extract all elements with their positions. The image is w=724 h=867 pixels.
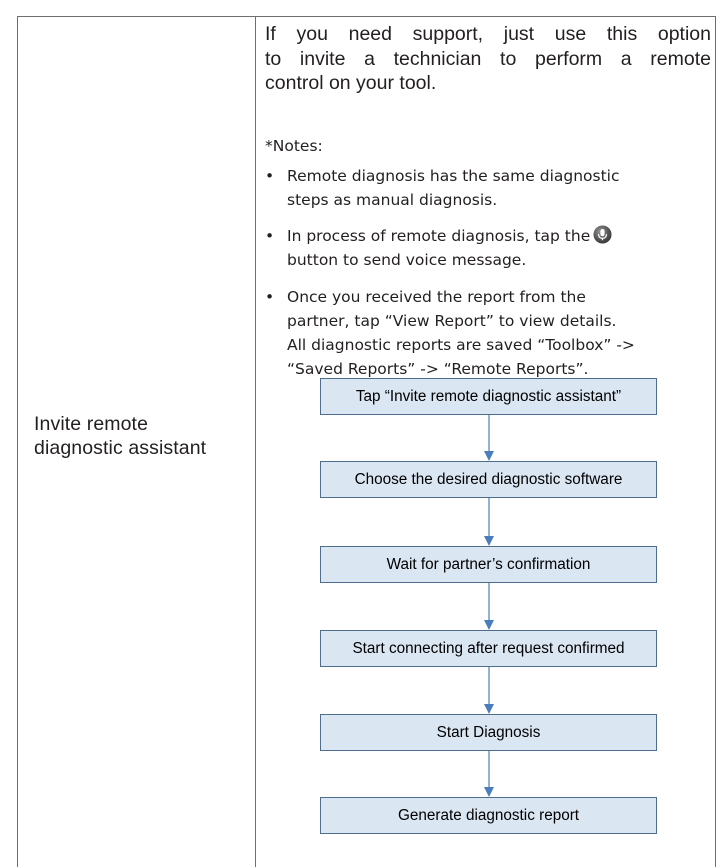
note-item: • Remote diagnosis has the same diagnost… [265, 164, 715, 212]
flow-step-start-connecting: Start connecting after request confirmed [320, 630, 657, 667]
note-item: • In process of remote diagnosis, tap th… [265, 224, 715, 272]
note-line: Remote diagnosis has the same diagnostic [287, 167, 620, 185]
flow-step-choose-software: Choose the desired diagnostic software [320, 461, 657, 498]
feature-name-line: diagnostic assistant [34, 437, 207, 459]
feature-name-line: Invite remote [34, 413, 149, 435]
bullet-mark: • [265, 288, 275, 306]
notes-heading: *Notes: [265, 137, 323, 155]
description-line: to invite a technician to perform a remo… [265, 47, 711, 70]
table-right-border [715, 16, 716, 867]
note-line: All diagnostic reports are saved “Toolbo… [287, 336, 635, 354]
description-line: control on your tool. [265, 72, 437, 94]
bullet-mark: • [265, 167, 275, 185]
note-line-with-icon: In process of remote diagnosis, tap the [265, 224, 715, 248]
flow-arrow [483, 583, 495, 630]
bullet-mark: • [265, 227, 275, 245]
table-left-border [17, 16, 18, 867]
feature-description: If you need support, just use this optio… [265, 22, 711, 96]
note-line: “Saved Reports” -> “Remote Reports”. [287, 360, 589, 378]
flow-arrow [483, 498, 495, 546]
flow-step-generate-report: Generate diagnostic report [320, 797, 657, 834]
feature-name-cell: Invite remote diagnostic assistant [34, 412, 244, 460]
note-line: Once you received the report from the [287, 288, 586, 306]
microphone-button-icon [593, 225, 612, 244]
flow-arrow [483, 415, 495, 461]
table-column-divider [255, 16, 256, 867]
flow-arrow [483, 751, 495, 797]
note-item: • Once you received the report from the … [265, 285, 715, 381]
flow-step-invite: Tap “Invite remote diagnostic assistant” [320, 378, 657, 415]
note-line: partner, tap “View Report” to view detai… [287, 312, 617, 330]
table-top-border [17, 16, 715, 17]
note-line: button to send voice message. [287, 251, 527, 269]
note-line: In process of remote diagnosis, tap the [287, 227, 591, 245]
flow-step-wait-confirmation: Wait for partner’s confirmation [320, 546, 657, 583]
description-line: If you need support, just use this optio… [265, 23, 711, 45]
flow-step-start-diagnosis: Start Diagnosis [320, 714, 657, 751]
note-line: steps as manual diagnosis. [287, 191, 498, 209]
flow-arrow [483, 667, 495, 714]
